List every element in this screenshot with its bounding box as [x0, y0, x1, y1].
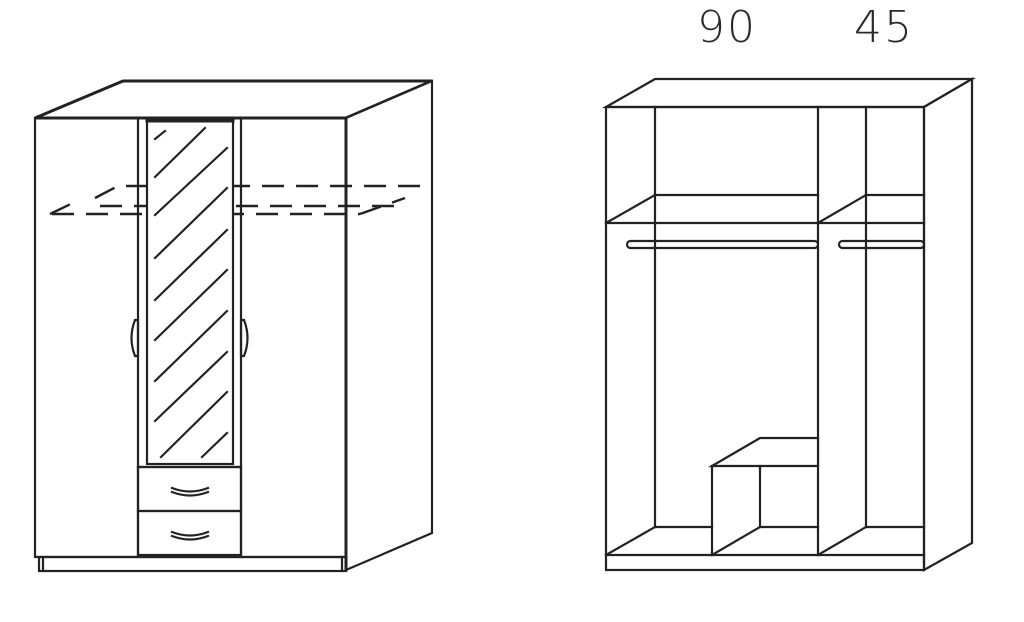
mirror-reflection-lines [153, 126, 229, 459]
drawer-bottom [136, 509, 243, 557]
left-hanging-rail [625, 239, 820, 250]
drawer-top-handle-icon [170, 486, 210, 493]
open-wardrobe-interior [601, 77, 977, 572]
drawer-top [136, 465, 243, 513]
mirror-panel [145, 119, 235, 466]
wardrobe-plinth [37, 555, 348, 573]
storage-box [707, 436, 820, 557]
left-door-handle-icon [130, 318, 140, 358]
interior-front-frame [604, 105, 926, 572]
interior-top-face [601, 77, 977, 109]
drawer-bottom-handle-icon [170, 530, 210, 537]
wardrobe-side-face [344, 79, 434, 572]
closed-wardrobe [33, 79, 434, 573]
dimension-label-45: 45 [854, 2, 914, 53]
right-door-handle-icon [239, 318, 249, 358]
dimension-label-90: 90 [697, 2, 757, 53]
interior-side-face [922, 77, 974, 572]
right-hanging-rail [837, 239, 926, 250]
